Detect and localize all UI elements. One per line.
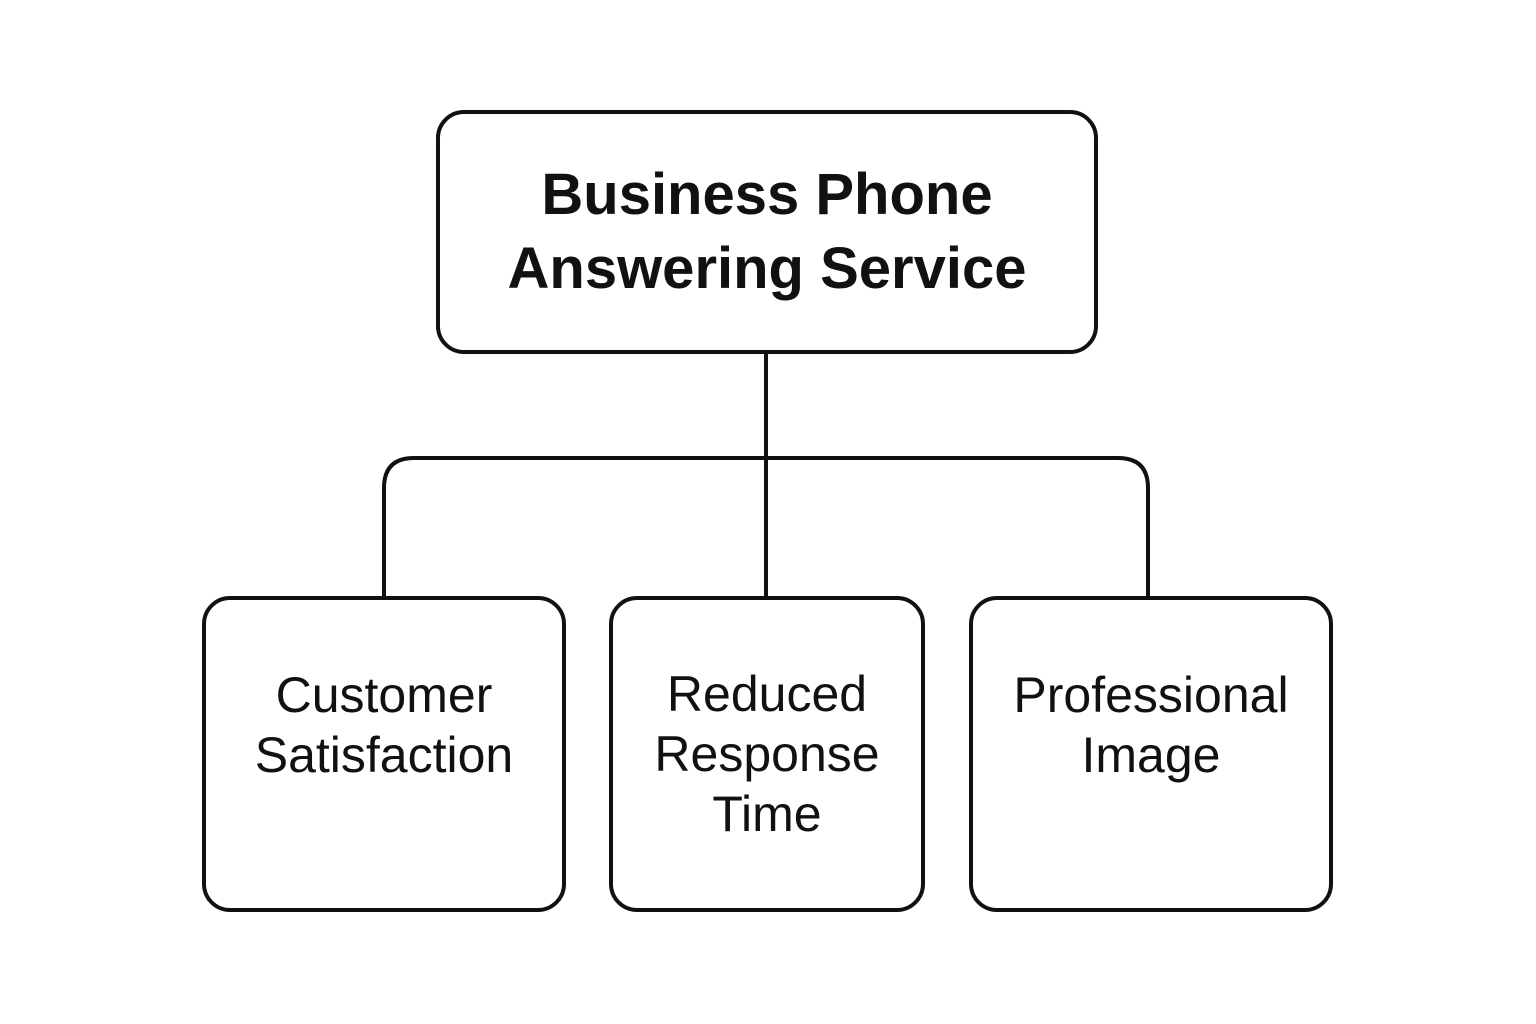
child-node-professional-image: Professional Image bbox=[969, 596, 1333, 912]
branch-bus-line bbox=[382, 456, 1150, 598]
child-node-customer-satisfaction: Customer Satisfaction bbox=[202, 596, 566, 912]
root-node-box: Business Phone Answering Service bbox=[436, 110, 1098, 354]
child-node-label: Professional Image bbox=[1013, 667, 1289, 783]
child-node-label: Customer Satisfaction bbox=[254, 667, 514, 783]
root-node-label: Business Phone Answering Service bbox=[507, 162, 1027, 301]
child-node-reduced-response-time: Reduced Response Time bbox=[609, 596, 925, 912]
child-node-label: Reduced Response Time bbox=[654, 666, 880, 842]
